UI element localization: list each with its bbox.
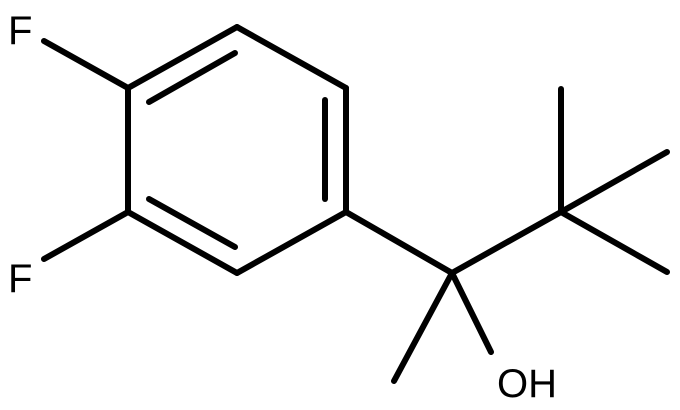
bond-c1-fluorine: [41, 38, 131, 91]
bond-carbinol-methyl: [391, 270, 455, 384]
ring-bond-c5-c6: [125, 209, 240, 276]
bond-c6-fluorine: [41, 209, 131, 262]
ring-double-bond-inner-1: [146, 50, 238, 105]
bond-tertbutyl-methyl-upper-right: [558, 149, 670, 215]
ring-double-bond-inner-3: [146, 196, 238, 250]
bond-carbinol-hydroxyl: [449, 270, 494, 355]
ring-bond-c1-c2: [125, 24, 240, 91]
fluorine-top-label: F: [8, 9, 32, 53]
ring-bond-c2-c3: [234, 24, 349, 91]
bond-carbinol-tertbutyl: [449, 209, 564, 276]
fluorine-bottom-label: F: [8, 257, 32, 301]
bond-ring-to-carbinol: [343, 209, 455, 276]
ring-bond-c4-c5: [234, 209, 349, 276]
bond-tertbutyl-methyl-lower-right: [558, 209, 670, 275]
benzene-ring: [125, 24, 349, 276]
hydroxyl-label: OH: [497, 362, 557, 406]
